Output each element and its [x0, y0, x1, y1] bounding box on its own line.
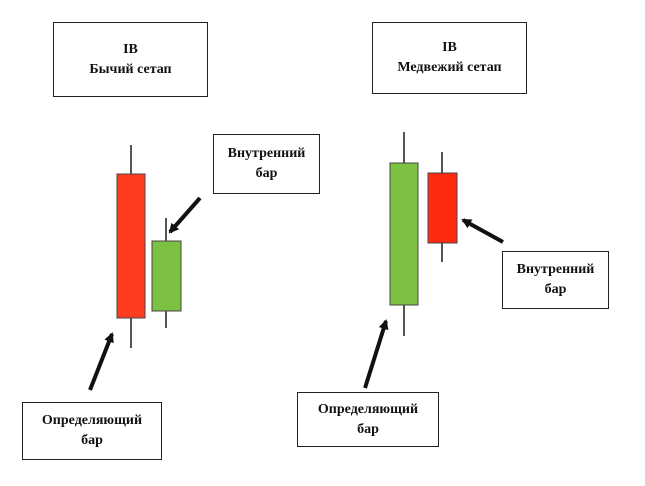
bear-title: IB	[442, 40, 457, 55]
bear-inside-bar-label-line2: бар	[544, 282, 567, 297]
bull-mother-bar-label-box: Определяющий бар	[22, 402, 162, 460]
bear-mother-bar-label-box: Определяющий бар	[297, 392, 439, 447]
bull-inside-bar-label-line1: Внутренний	[227, 146, 306, 161]
bull-inside-bar-label-line2: бар	[255, 166, 278, 181]
bull-title: IB	[123, 41, 138, 57]
bull-mother-bar-candle	[116, 173, 146, 319]
bull-title-box: IB Бычий сетап	[53, 22, 208, 97]
bear-inside-bar-label-box: Внутренний бар	[502, 251, 609, 309]
bear-inside-bar-arrow	[461, 218, 504, 244]
bear-inside-bar-label-line1: Внутренний	[516, 262, 595, 277]
bull-mother-bar-arrow	[88, 332, 114, 391]
bull-mother-bar-label-line2: бар	[81, 433, 103, 448]
bear-title-box: IB Медвежий сетап	[372, 22, 527, 94]
bull-inside-bar-label-box: Внутренний бар	[213, 134, 320, 194]
bear-mother-bar-arrow	[363, 319, 389, 389]
bear-mother-bar-candle	[389, 162, 419, 306]
bull-subtitle: Бычий сетап	[89, 61, 172, 77]
bull-inside-bar-arrow	[168, 196, 202, 234]
bear-inside-bar-candle	[427, 172, 458, 244]
bull-inside-bar-candle	[151, 240, 182, 312]
bear-mother-bar-label-line2: бар	[357, 421, 379, 437]
bull-mother-bar-label-line1: Определяющий	[41, 413, 143, 428]
bear-mother-bar-label-line1: Определяющий	[317, 401, 419, 417]
bear-subtitle: Медвежий сетап	[397, 60, 502, 75]
